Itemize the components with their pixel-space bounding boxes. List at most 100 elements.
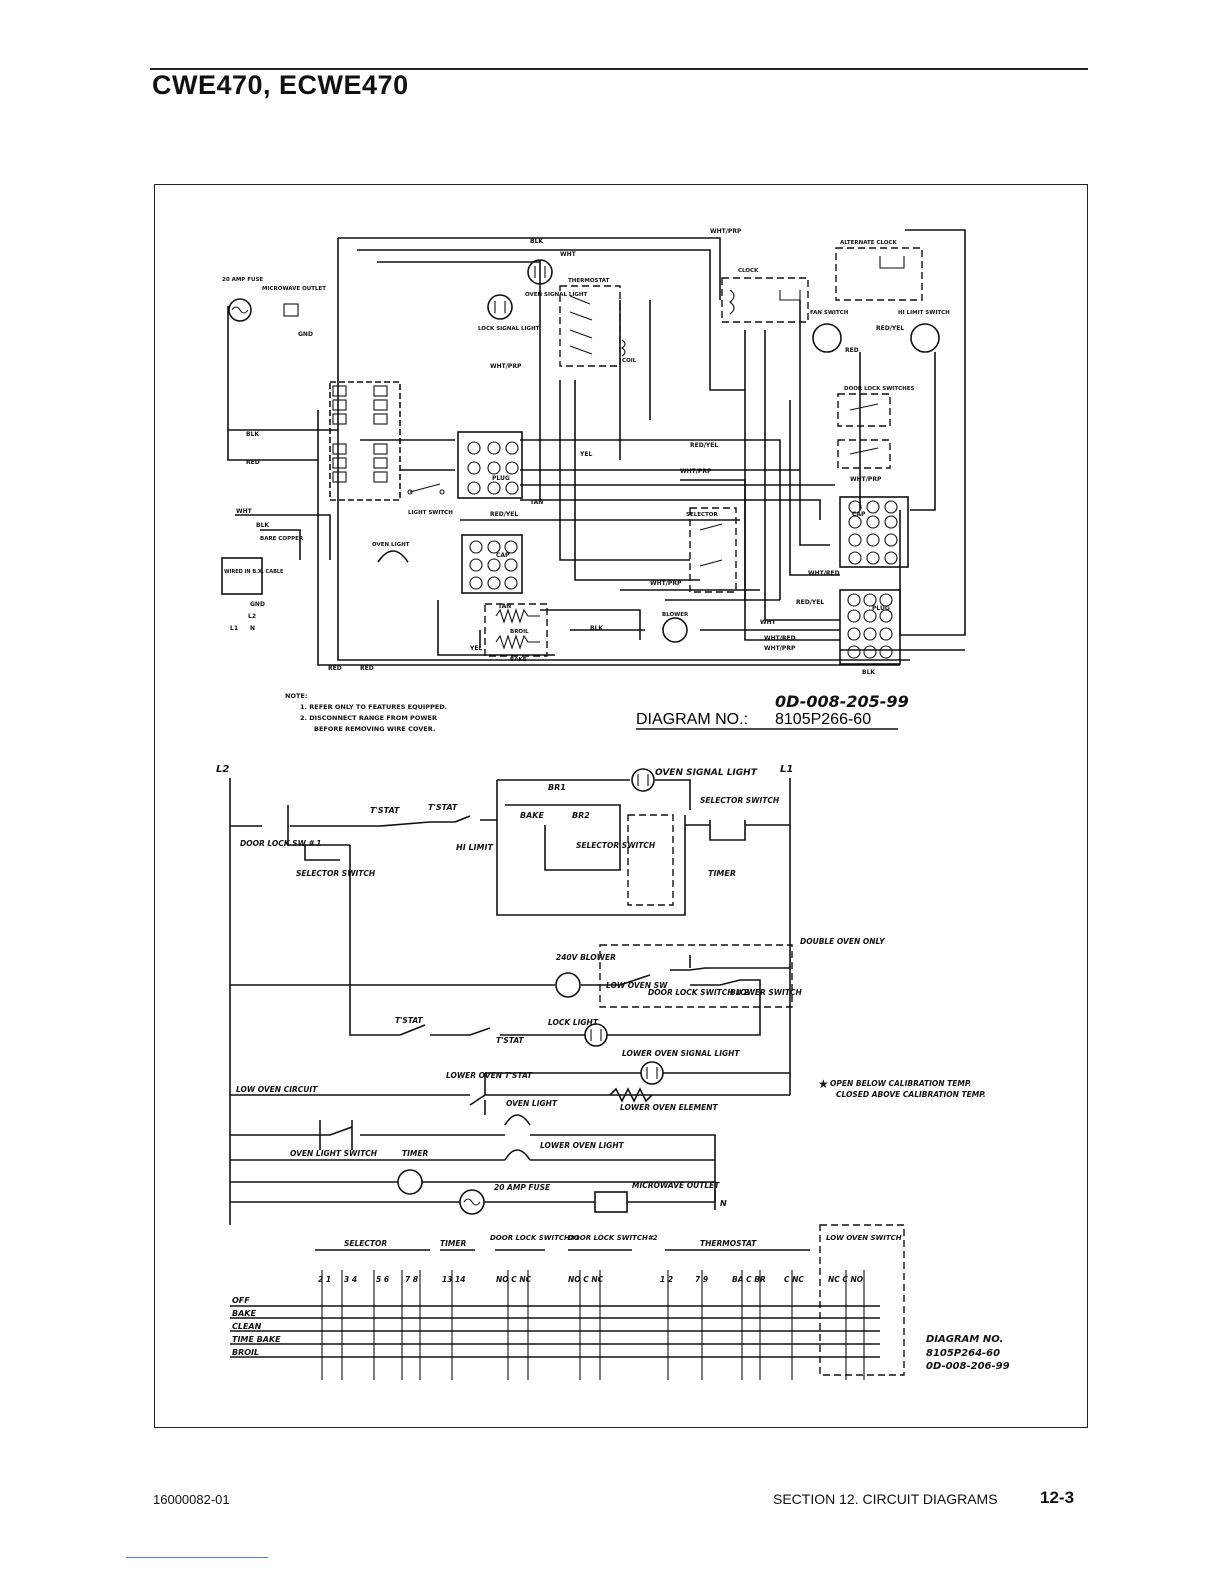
note-line-3: BEFORE REMOVING WIRE COVER. — [314, 725, 435, 733]
header-rule — [150, 68, 1088, 70]
label-plug-right: PLUG — [872, 605, 890, 612]
mode-broil: BROIL — [232, 1348, 259, 1357]
label-alternate-clock: ALTERNATE CLOCK — [840, 240, 898, 246]
wire-label-wht-red: WHT/RED — [764, 635, 796, 642]
wire-label-blk-4: BLK — [590, 625, 603, 632]
chart-diagram-no: 8105P264-60 — [926, 1348, 1000, 1359]
label-fan-switch: FAN SWITCH — [810, 310, 849, 316]
chart-diagram-code: 0D-008-206-99 — [926, 1361, 1010, 1372]
sch-tstat-1: T'STAT — [370, 806, 400, 815]
label-blower: BLOWER — [662, 612, 689, 618]
label-plug: PLUG — [492, 475, 510, 482]
label-oven-light: OVEN LIGHT — [372, 542, 410, 548]
label-l2: L2 — [248, 613, 256, 620]
sch-star-note-2: CLOSED ABOVE CALIBRATION TEMP. — [836, 1090, 986, 1099]
label-selector: SELECTOR — [686, 512, 718, 518]
sch-hi-limit: HI LIMIT — [456, 843, 493, 852]
sch-tstat-2: T'STAT — [428, 803, 458, 812]
sch-microwave-outlet: MICROWAVE OUTLET — [632, 1181, 720, 1190]
sch-lower-oven-element: LOWER OVEN ELEMENT — [620, 1103, 718, 1112]
sch-lower-oven-tstat: LOWER OVEN T'STAT — [446, 1071, 533, 1080]
label-light-switch: LIGHT SWITCH — [408, 510, 453, 516]
contact-tstat-c-nc: C NC — [784, 1275, 804, 1284]
contact-tstat-ba-c-br: BA C BR — [732, 1275, 766, 1284]
diagram-frame — [154, 184, 1088, 1428]
wire-label-wht-prp: WHT/PRP — [710, 228, 742, 235]
wire-label-red-3: RED — [328, 665, 342, 672]
sch-240v-blower: 240V BLOWER — [556, 953, 616, 962]
sch-20-amp-fuse: 20 AMP FUSE — [494, 1183, 551, 1192]
wire-label-wht-prp-6: WHT/PRP — [850, 476, 882, 483]
sch-star-note-1: OPEN BELOW CALIBRATION TEMP. — [830, 1079, 971, 1088]
sch-tstat-3: T'STAT — [395, 1016, 423, 1025]
label-clock: CLOCK — [738, 268, 759, 274]
label-door-lock-switches: DOOR LOCK SWITCHES — [844, 386, 914, 392]
contact-tstat-1-2: 1 2 — [660, 1275, 673, 1284]
contact-timer-13-14: 13 14 — [442, 1275, 466, 1284]
label-bare-copper: BARE COPPER — [260, 536, 304, 542]
sch-selector-switch-3: SELECTOR SWITCH — [296, 869, 376, 878]
contact-selector-2-1: 2 1 — [318, 1275, 331, 1284]
wire-label-wht-2: WHT — [236, 508, 253, 515]
note-line-2: 2. DISCONNECT RANGE FROM POWER — [300, 714, 437, 722]
sch-lower-oven-signal-light: LOWER OVEN SIGNAL LIGHT — [622, 1049, 740, 1058]
label-cap: CAP — [496, 552, 510, 559]
contact-door-lock-2: NO C NC — [568, 1275, 604, 1284]
sch-br1: BR1 — [548, 783, 566, 792]
wire-label-red-yel: RED/YEL — [490, 511, 518, 518]
section-title: SECTION 12. CIRCUIT DIAGRAMS — [773, 1491, 998, 1507]
label-wired-in-bx: WIRED IN B.X. CABLE — [224, 569, 284, 575]
chart-group-timer: TIMER — [440, 1239, 466, 1248]
sch-double-oven-only: DOUBLE OVEN ONLY — [800, 937, 886, 946]
sch-oven-signal-light: OVEN SIGNAL LIGHT — [655, 768, 758, 778]
label-gnd-2: GND — [298, 331, 313, 338]
label-lock-signal-light: LOCK SIGNAL LIGHT — [478, 326, 540, 332]
wire-label-wht-prp-4: WHT/PRP — [650, 580, 682, 587]
wiring-diagram-no: 8105P266-60 — [775, 711, 871, 728]
sch-timer: TIMER — [708, 869, 736, 878]
schematic-l1: L1 — [780, 764, 793, 775]
sch-selector-switch: SELECTOR SWITCH — [576, 841, 656, 850]
label-20-amp-fuse: 20 AMP FUSE — [222, 277, 263, 283]
sch-low-oven-circuit: LOW OVEN CIRCUIT — [236, 1085, 318, 1094]
sch-br2: BR2 — [572, 811, 590, 820]
wire-label-red-yel-2: RED/YEL — [690, 442, 718, 449]
chart-group-door-lock-2: DOOR LOCK SWITCH#2 — [568, 1234, 658, 1242]
chart-diagram-no-label: DIAGRAM NO. — [926, 1334, 1003, 1345]
wire-label-wht-prp-2: WHT/PRP — [490, 363, 522, 370]
sch-oven-light-switch: OVEN LIGHT SWITCH — [290, 1149, 378, 1158]
wire-label-yel: YEL — [579, 451, 592, 458]
chart-group-selector: SELECTOR — [344, 1239, 387, 1248]
page-number: 12-3 — [1040, 1488, 1075, 1507]
schematic-diagram: L2 L1 — [216, 764, 986, 1225]
contact-door-lock-1: NO C NC — [496, 1275, 532, 1284]
contact-selector-7-8: 7 8 — [405, 1275, 418, 1284]
sch-oven-light: OVEN LIGHT — [506, 1099, 558, 1108]
wire-label-wht-prp-3: WHT/PRP — [680, 468, 712, 475]
sch-tstat-4: T'STAT — [496, 1036, 524, 1045]
link-underline — [126, 1557, 268, 1558]
wire-label-red: RED — [246, 459, 260, 466]
wire-label-red-yel-3: RED/YEL — [796, 599, 824, 606]
label-l1: L1 — [230, 625, 238, 632]
mode-bake: BAKE — [232, 1309, 256, 1318]
label-cap-right: CAP — [852, 511, 866, 518]
wire-label-wht-red-2: WHT/RED — [808, 570, 840, 577]
wire-label-wht-prp-5: WHT/PRP — [764, 645, 796, 652]
wire-label-red-yel-4: RED/YEL — [876, 325, 904, 332]
document-number: 16000082-01 — [153, 1492, 230, 1507]
wire-label-tan-2: TAN — [498, 603, 511, 610]
wire-label-tan: TAN — [530, 499, 543, 506]
note-title: NOTE: — [285, 692, 307, 700]
mode-clean: CLEAN — [232, 1322, 262, 1331]
chart-group-low-oven-switch: LOW OVEN SWITCH — [826, 1234, 902, 1242]
label-oven-signal-light: OVEN SIGNAL LIGHT — [525, 292, 588, 298]
wire-label-red-4: RED — [360, 665, 374, 672]
sch-lock-light: LOCK LIGHT — [548, 1018, 599, 1027]
page-title: CWE470, ECWE470 — [152, 70, 409, 100]
label-bake: BAKE — [510, 657, 527, 663]
label-n: N — [250, 625, 255, 632]
label-thermostat: THERMOSTAT — [568, 278, 610, 284]
sch-n: N — [720, 1199, 727, 1208]
